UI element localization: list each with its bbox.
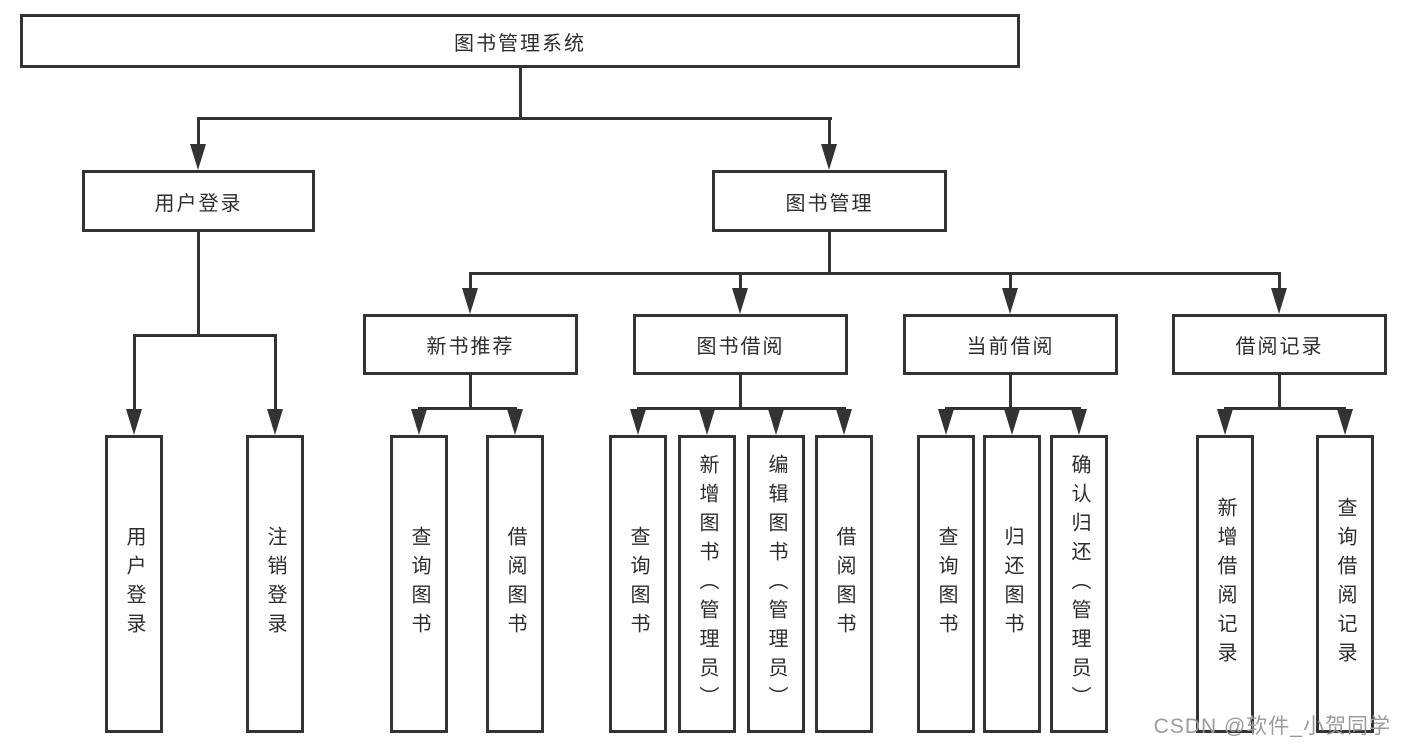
node-borrowing-records: 借阅记录 — [1172, 314, 1387, 375]
arrowhead-leaf-logout — [267, 409, 283, 435]
node-new-book-recommend-label: 新书推荐 — [426, 336, 515, 358]
connector-user-login-stem — [197, 232, 200, 336]
leaf-query-borrow-record: 查询借阅记录 — [1316, 435, 1374, 733]
leaf-edit-books-admin-label: 编辑图书（管理员） — [765, 453, 787, 715]
leaf-add-borrow-record: 新增借阅记录 — [1196, 435, 1254, 733]
leaf-add-books-admin: 新增图书（管理员） — [678, 435, 736, 733]
node-book-borrowing: 图书借阅 — [633, 314, 848, 375]
leaf-confirm-return-admin: 确认归还（管理员） — [1050, 435, 1108, 733]
arrowhead-leaf-query-books-1 — [411, 409, 427, 435]
leaf-user-login-label: 用户登录 — [123, 526, 145, 642]
connector-user-login-hbar — [133, 334, 277, 337]
connector-new-book-hbar — [418, 407, 517, 410]
arrowhead-leaf-edit-books — [768, 409, 784, 435]
connector-to-borrow-records-shaft — [1278, 272, 1281, 290]
connector-root-stem — [519, 68, 522, 118]
leaf-query-books-3-label: 查询图书 — [935, 526, 957, 642]
connector-book-mgmt-stem — [828, 232, 831, 274]
arrowhead-leaf-add-borrow-record — [1217, 409, 1233, 435]
leaf-edit-books-admin: 编辑图书（管理员） — [747, 435, 805, 733]
connector-borrow-records-stem — [1278, 375, 1281, 409]
connector-to-book-borrow-shaft — [739, 272, 742, 290]
leaf-borrow-books-1-label: 借阅图书 — [504, 526, 526, 642]
arrowhead-leaf-add-books — [699, 409, 715, 435]
connector-book-borrow-hbar — [637, 407, 846, 410]
leaf-borrow-books-2: 借阅图书 — [815, 435, 873, 733]
leaf-query-books-2: 查询图书 — [609, 435, 667, 733]
leaf-add-borrow-record-label: 新增借阅记录 — [1214, 497, 1236, 671]
arrowhead-to-book-mgmt — [821, 144, 837, 170]
arrowhead-leaf-query-borrow-record — [1337, 409, 1353, 435]
connector-root-to-user-login-shaft — [197, 117, 200, 146]
leaf-return-books-label: 归还图书 — [1001, 526, 1023, 642]
leaf-logout: 注销登录 — [246, 435, 304, 733]
node-book-management-label: 图书管理 — [785, 192, 874, 215]
node-current-borrowing-label: 当前借阅 — [966, 336, 1055, 358]
connector-root-to-book-mgmt-shaft — [828, 117, 831, 146]
arrowhead-book-borrow — [732, 288, 748, 314]
arrowhead-borrow-records — [1271, 288, 1287, 314]
leaf-return-books: 归还图书 — [983, 435, 1041, 733]
leaf-query-books-1: 查询图书 — [390, 435, 448, 733]
connector-borrow-records-hbar — [1224, 407, 1346, 410]
connector-to-leaf-user-login-shaft — [133, 334, 136, 411]
leaf-borrow-books-2-label: 借阅图书 — [833, 526, 855, 642]
arrowhead-leaf-query-books-2 — [630, 409, 646, 435]
node-current-borrowing: 当前借阅 — [903, 314, 1118, 375]
connector-root-hbar — [197, 117, 832, 120]
connector-to-new-book-shaft — [469, 272, 472, 290]
arrowhead-leaf-confirm-return — [1071, 409, 1087, 435]
node-new-book-recommend: 新书推荐 — [363, 314, 578, 375]
node-book-management: 图书管理 — [712, 170, 947, 232]
node-book-borrowing-label: 图书借阅 — [696, 336, 785, 358]
arrowhead-leaf-borrow-books-1 — [507, 409, 523, 435]
leaf-borrow-books-1: 借阅图书 — [486, 435, 544, 733]
leaf-query-books-2-label: 查询图书 — [627, 526, 649, 642]
arrowhead-leaf-return-books — [1004, 409, 1020, 435]
leaf-confirm-return-admin-label: 确认归还（管理员） — [1068, 453, 1090, 715]
leaf-user-login: 用户登录 — [105, 435, 163, 733]
leaf-add-books-admin-label: 新增图书（管理员） — [696, 453, 718, 715]
connector-current-borrow-stem — [1009, 375, 1012, 409]
node-borrowing-records-label: 借阅记录 — [1235, 336, 1324, 358]
node-user-login-branch: 用户登录 — [82, 170, 315, 232]
leaf-query-books-3: 查询图书 — [917, 435, 975, 733]
connector-to-leaf-logout-shaft — [274, 334, 277, 411]
leaf-logout-label: 注销登录 — [264, 526, 286, 642]
arrowhead-leaf-user-login — [126, 409, 142, 435]
node-root: 图书管理系统 — [20, 14, 1020, 68]
leaf-query-books-1-label: 查询图书 — [408, 526, 430, 642]
connector-current-borrow-hbar — [945, 407, 1081, 410]
connector-book-borrow-stem — [739, 375, 742, 409]
connector-new-book-stem — [469, 375, 472, 409]
connector-to-current-borrow-shaft — [1009, 272, 1012, 290]
arrowhead-to-user-login — [190, 144, 206, 170]
connector-book-mgmt-hbar — [469, 272, 1281, 275]
arrowhead-leaf-borrow-books-2 — [836, 409, 852, 435]
node-user-login-label: 用户登录 — [154, 192, 243, 215]
arrowhead-leaf-query-books-3 — [938, 409, 954, 435]
arrowhead-current-borrow — [1002, 288, 1018, 314]
leaf-query-borrow-record-label: 查询借阅记录 — [1334, 497, 1356, 671]
node-root-label: 图书管理系统 — [454, 32, 586, 55]
arrowhead-new-book — [462, 288, 478, 314]
watermark: CSDN @软件_小贺同学 — [1153, 715, 1391, 738]
